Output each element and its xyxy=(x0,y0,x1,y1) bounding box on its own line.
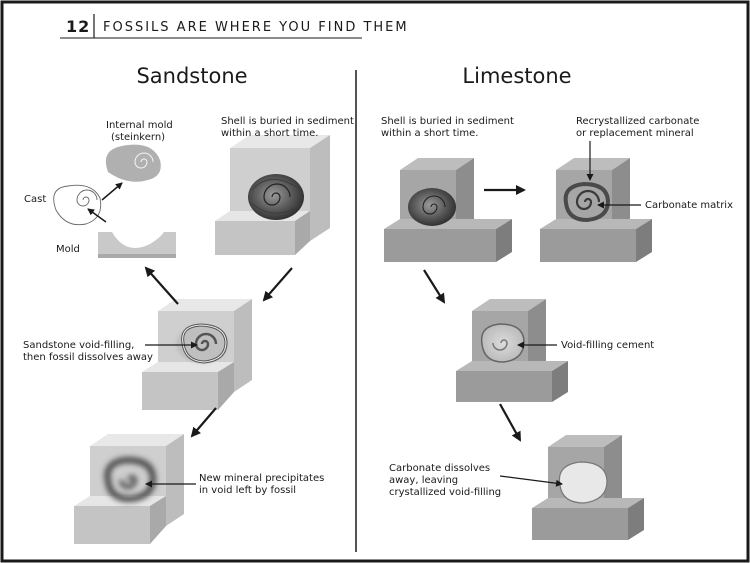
limestone-block-dissolves xyxy=(532,435,644,540)
new-mineral-label: New mineral precipitates in void left by… xyxy=(199,473,324,496)
sandstone-void-filling-label: Sandstone void-filling, then fossil diss… xyxy=(23,340,153,363)
svg-text:Recrystallized carbonate: Recrystallized carbonate xyxy=(576,116,699,127)
page-header: 12 FOSSILS ARE WHERE YOU FIND THEM xyxy=(60,14,409,39)
internal-mold xyxy=(105,144,161,182)
svg-text:within a short time.: within a short time. xyxy=(221,128,318,139)
svg-text:Shell is buried in sediment: Shell is buried in sediment xyxy=(221,116,354,127)
arrow-buried-to-void-filling xyxy=(262,267,293,302)
sandstone-block-new-mineral xyxy=(74,434,184,544)
mold-label: Mold xyxy=(56,244,80,255)
svg-text:within a short time.: within a short time. xyxy=(381,128,478,139)
arrow-buried-to-cement xyxy=(423,269,446,304)
limestone-block-recrystallized xyxy=(540,158,652,262)
cast xyxy=(53,184,102,226)
arrow-void-filling-to-new-mineral xyxy=(190,407,217,438)
svg-text:crystallized void-filling: crystallized void-filling xyxy=(389,487,501,498)
arrow-cast-to-internal-mold xyxy=(101,182,123,201)
mold xyxy=(98,232,176,258)
sandstone-buried-label: Shell is buried in sediment within a sho… xyxy=(221,116,354,139)
page-number: 12 xyxy=(66,17,90,36)
svg-text:Internal mold: Internal mold xyxy=(106,120,173,131)
arrow-void-filling-to-mold xyxy=(144,266,179,305)
svg-text:New mineral precipitates: New mineral precipitates xyxy=(199,473,324,484)
svg-text:Sandstone void-filling,: Sandstone void-filling, xyxy=(23,340,134,351)
internal-mold-label: Internal mold (steinkern) xyxy=(106,120,173,143)
svg-text:in void left by fossil: in void left by fossil xyxy=(199,485,296,496)
cast-label: Cast xyxy=(24,194,46,205)
svg-text:then fossil dissolves away: then fossil dissolves away xyxy=(23,352,153,363)
svg-text:Shell is buried in sediment: Shell is buried in sediment xyxy=(381,116,514,127)
arrow-mold-to-cast xyxy=(87,208,107,223)
limestone-buried-shell xyxy=(408,188,456,226)
pointer-dissolves xyxy=(499,475,563,487)
limestone-title: Limestone xyxy=(462,64,571,88)
sandstone-block-void-filling xyxy=(142,299,252,410)
svg-text:away, leaving: away, leaving xyxy=(389,475,458,486)
sandstone-block-buried xyxy=(215,135,330,255)
svg-text:or replacement mineral: or replacement mineral xyxy=(576,128,694,139)
svg-text:(steinkern): (steinkern) xyxy=(111,132,165,143)
svg-text:Carbonate dissolves: Carbonate dissolves xyxy=(389,463,490,474)
chapter-title: FOSSILS ARE WHERE YOU FIND THEM xyxy=(103,20,409,35)
buried-shell xyxy=(248,174,304,220)
cement-label: Void-filling cement xyxy=(561,340,654,351)
limestone-buried-label: Shell is buried in sediment within a sho… xyxy=(381,116,514,139)
carbonate-matrix-label: Carbonate matrix xyxy=(645,200,733,211)
arrow-cement-to-dissolves xyxy=(499,403,521,442)
dissolves-label: Carbonate dissolves away, leaving crysta… xyxy=(389,463,501,498)
limestone-block-buried xyxy=(384,158,512,262)
sandstone-title: Sandstone xyxy=(136,64,247,88)
limestone-block-cement xyxy=(456,299,568,402)
recrystallized-label: Recrystallized carbonate or replacement … xyxy=(576,116,699,139)
